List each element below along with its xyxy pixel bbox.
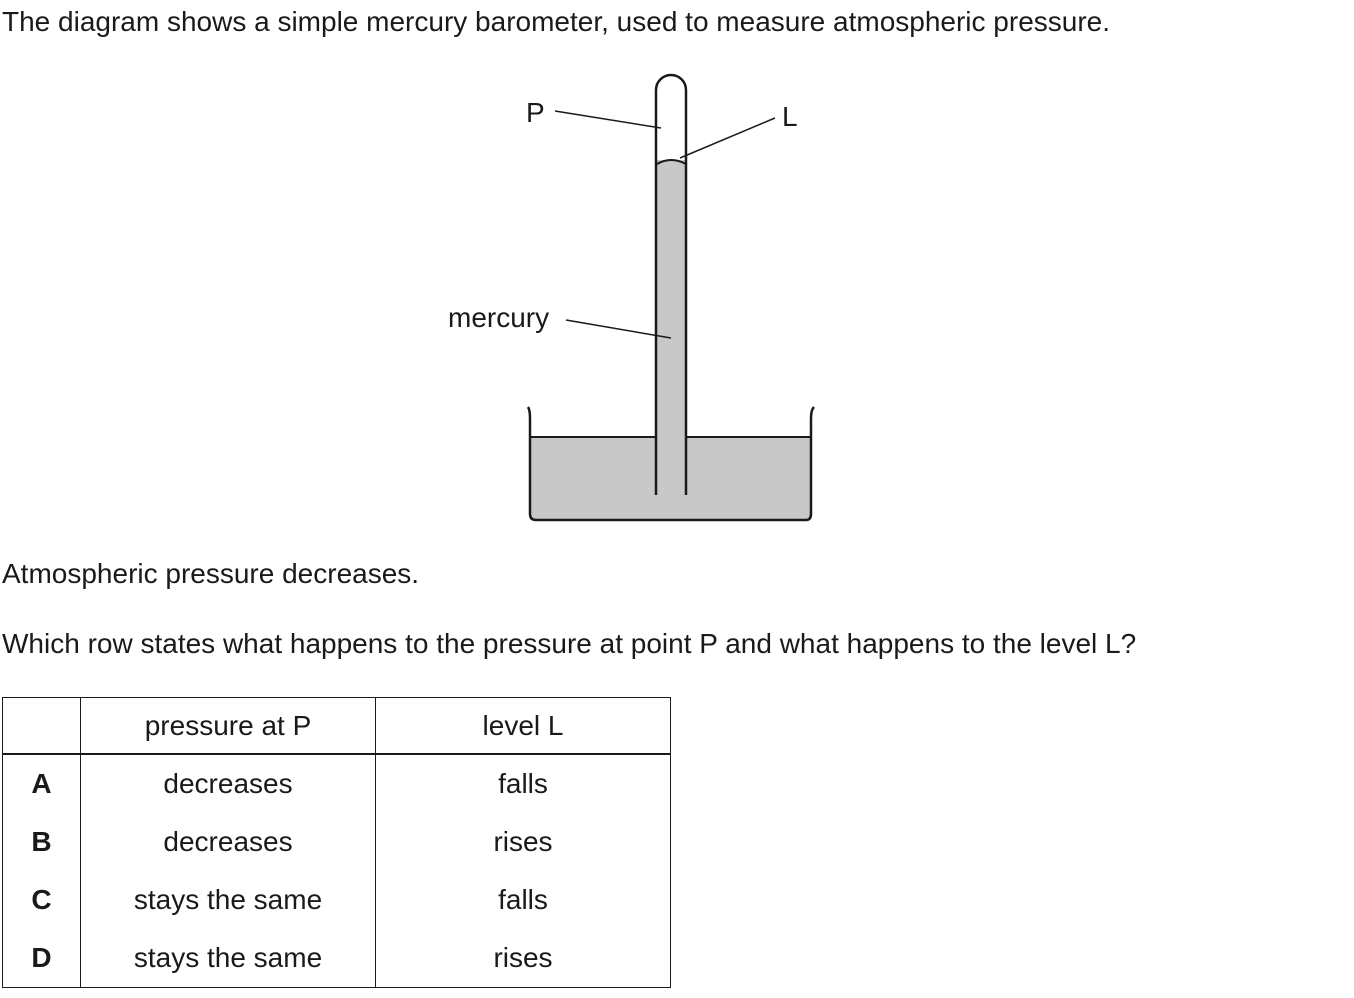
- row-level: rises: [375, 813, 671, 871]
- header-key: [2, 697, 81, 755]
- table-row: A decreases falls: [2, 754, 671, 813]
- answer-table: pressure at P level L A decreases falls …: [2, 697, 671, 988]
- table-row: D stays the same rises: [2, 929, 671, 988]
- mercury-column: [657, 160, 685, 495]
- header-level: level L: [375, 697, 671, 755]
- row-pressure: decreases: [80, 813, 376, 871]
- row-key: C: [2, 871, 81, 929]
- row-key: A: [2, 754, 81, 813]
- label-l-leader: [679, 117, 776, 159]
- barometer-tube: [654, 73, 688, 495]
- label-l: L: [782, 101, 798, 132]
- table-row: B decreases rises: [2, 813, 671, 871]
- table-row: C stays the same falls: [2, 871, 671, 929]
- table-header-row: pressure at P level L: [2, 697, 671, 755]
- row-level: falls: [375, 754, 671, 813]
- barometer-diagram: P L mercury: [448, 73, 815, 522]
- label-p: P: [526, 97, 545, 128]
- row-level: rises: [375, 929, 671, 988]
- label-mercury-leader: [565, 319, 672, 339]
- row-key: B: [2, 813, 81, 871]
- row-pressure: decreases: [80, 754, 376, 813]
- row-pressure: stays the same: [80, 929, 376, 988]
- label-p-leader: [554, 110, 662, 129]
- intro-text: The diagram shows a simple mercury barom…: [2, 6, 1111, 37]
- mercury-level-l: [656, 159, 687, 165]
- row-level: falls: [375, 871, 671, 929]
- question-text: Which row states what happens to the pre…: [2, 628, 1137, 659]
- header-pressure: pressure at P: [80, 697, 376, 755]
- row-pressure: stays the same: [80, 871, 376, 929]
- label-mercury: mercury: [448, 302, 549, 333]
- row-key: D: [2, 929, 81, 988]
- dish-outline: [526, 406, 815, 522]
- statement-text: Atmospheric pressure decreases.: [2, 558, 420, 589]
